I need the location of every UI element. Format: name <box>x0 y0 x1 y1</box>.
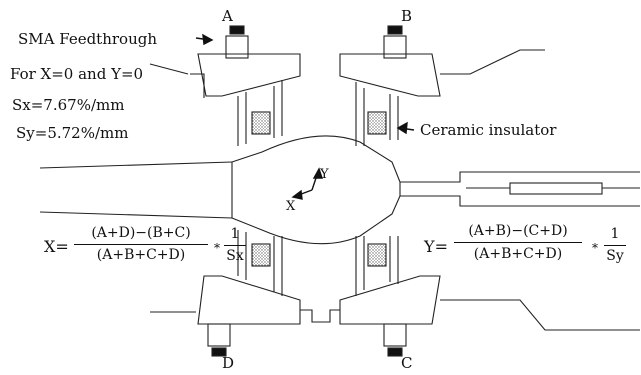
beam-pipe-lower-left <box>39 211 233 219</box>
formula-x-fraction-bar <box>74 244 208 245</box>
feedthrough-d-body <box>207 323 231 347</box>
formula-y-inv-den: Sy <box>606 248 624 264</box>
flange-top-right <box>339 53 441 97</box>
formula-x-denominator: (A+B+C+D) <box>96 247 186 263</box>
feedthrough-b-body <box>383 35 407 59</box>
sx-label: Sx=7.67%/mm <box>12 96 125 114</box>
formula-x-inv-bar <box>224 245 246 246</box>
formula-y-inv-num: 1 <box>610 226 620 242</box>
formula-y-numerator: (A+B)−(C+D) <box>468 223 568 239</box>
sy-label: Sy=5.72%/mm <box>16 124 129 142</box>
feedthrough-a-body <box>225 35 249 59</box>
axis-x-label: X <box>286 199 296 214</box>
feedthrough-label: SMA Feedthrough <box>18 30 157 48</box>
flange-bottom-left <box>197 275 301 325</box>
formula-x-inv-num: 1 <box>230 226 240 242</box>
port-a-label: A <box>222 7 233 25</box>
feedthrough-c-body <box>383 323 407 347</box>
feedthrough-b-tip <box>387 25 403 35</box>
formula-y-fraction-bar <box>454 242 582 243</box>
feedthrough-c-tip <box>387 347 403 357</box>
axis-y-label: Y <box>320 167 329 182</box>
flange-top-left <box>197 53 301 97</box>
formula-x-times: * <box>214 241 220 255</box>
insulator-d <box>251 243 271 267</box>
condition-label: For X=0 and Y=0 <box>10 65 144 83</box>
insulator-a <box>251 111 271 135</box>
formula-x-lhs: X= <box>44 237 69 256</box>
feedthrough-a-tip <box>229 25 245 35</box>
beam-pipe-upper-left <box>39 161 233 169</box>
formula-y-inv-bar <box>604 245 626 246</box>
ceramic-label: Ceramic insulator <box>420 121 557 139</box>
output-connector <box>509 182 603 195</box>
formula-x-numerator: (A+D)−(B+C) <box>91 225 191 241</box>
port-c-label: C <box>401 354 413 372</box>
formula-y-times: * <box>592 241 598 255</box>
insulator-b <box>367 111 387 135</box>
formula-y-lhs: Y= <box>424 237 448 256</box>
formula-y-denominator: (A+B+C+D) <box>473 246 563 262</box>
beam-pipe-upper-right <box>400 171 640 183</box>
port-b-label: B <box>401 7 413 25</box>
flange-bottom-right <box>339 275 441 325</box>
formula-x-inv-den: Sx <box>226 248 244 264</box>
feedthrough-d-tip <box>211 347 227 357</box>
beam-pipe-lower-right <box>400 195 640 207</box>
insulator-c <box>367 243 387 267</box>
port-d-label: D <box>222 354 235 372</box>
pickup-chamber <box>231 135 401 245</box>
